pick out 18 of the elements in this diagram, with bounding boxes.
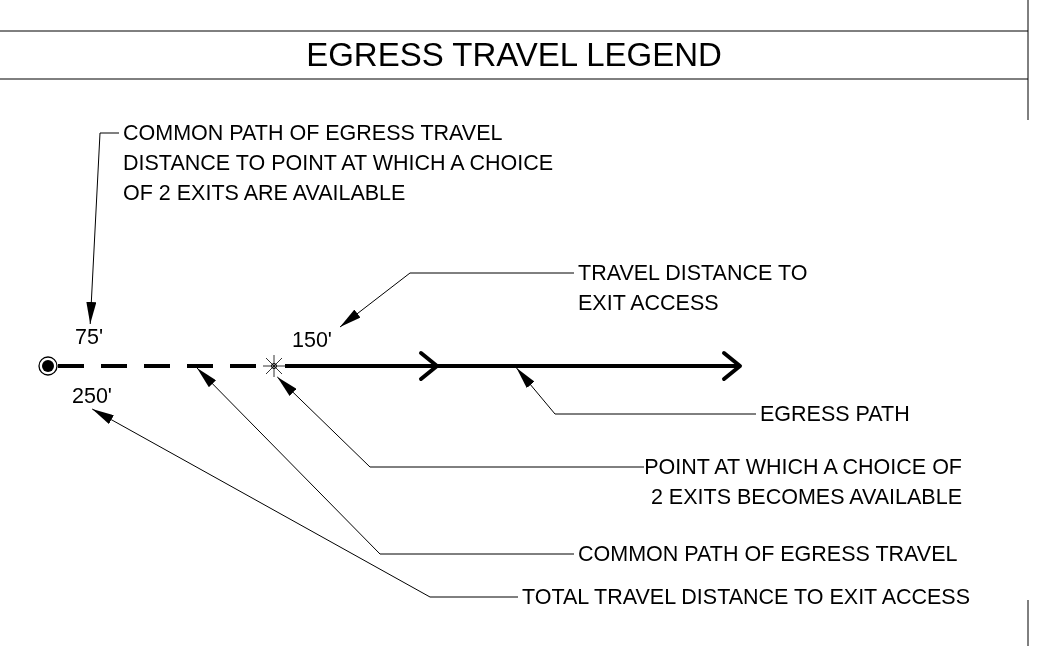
legend-note: TRAVEL DISTANCE TO EXIT ACCESS — [578, 258, 878, 318]
distance-label: 75' — [75, 324, 113, 350]
legend-note: COMMON PATH OF EGRESS TRAVEL — [578, 539, 968, 569]
legend-note: TOTAL TRAVEL DISTANCE TO EXIT ACCESS — [522, 582, 967, 612]
leader-line — [276, 376, 645, 468]
leader-line — [196, 367, 575, 555]
legend-note: POINT AT WHICH A CHOICE OF 2 EXITS BECOMES AVAILABLE — [640, 452, 962, 512]
leader-line — [516, 367, 757, 415]
leader-line — [91, 408, 519, 598]
leader-line — [86, 132, 120, 325]
distance-label: 250' — [72, 383, 120, 409]
legend-title: EGRESS TRAVEL LEGEND — [305, 36, 723, 74]
choice-point-symbol — [263, 355, 285, 377]
distance-label: 150' — [292, 327, 340, 353]
leader-line — [339, 272, 575, 328]
legend-note: EGRESS PATH — [760, 399, 970, 429]
legend-note: COMMON PATH OF EGRESS TRAVEL DISTANCE TO POINT AT WHICH A CHOICE OF 2 EXITS ARE AVAILABLE — [123, 118, 813, 208]
start-point-symbol — [38, 356, 58, 376]
